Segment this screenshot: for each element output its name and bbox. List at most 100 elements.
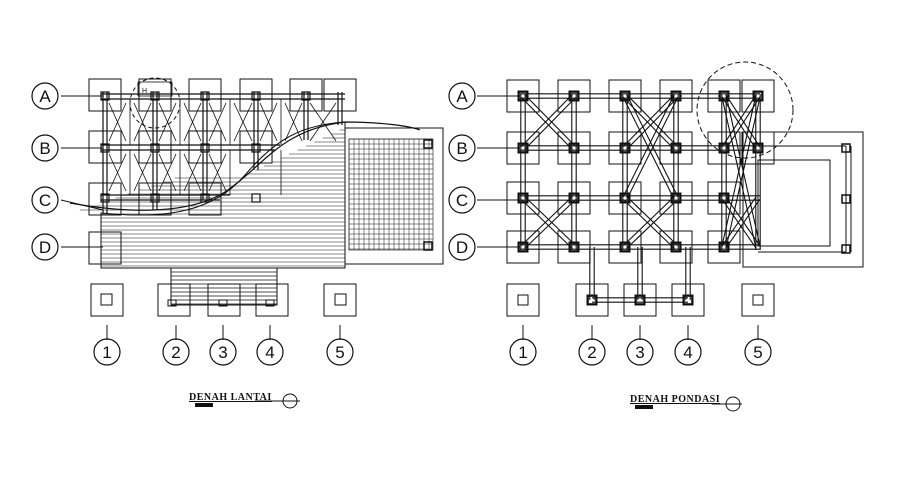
post-marker [301,91,311,101]
floor-braces [100,91,337,203]
tie-beam-line [721,94,757,148]
footing-inner [568,142,580,154]
column-stub [587,295,597,305]
tie-beam-line [725,94,761,148]
footing-pad [557,181,591,215]
tie-beam-line [626,97,678,150]
footing-pad [707,131,741,165]
post-marker [150,143,160,153]
tie-beam-line [521,199,573,249]
post-marker [251,143,261,153]
column-stub [518,242,528,252]
row-axis-label: A [456,87,468,106]
column-stub [569,91,579,101]
column-stub [671,242,681,252]
column-stub [518,143,528,153]
footing-inner [586,294,598,306]
tie-beam-line [626,199,678,249]
column-stub [671,91,681,101]
brace-line [133,153,152,192]
footing-inner [517,142,529,154]
foundation-col-axes: 1 2 3 4 5 [509,338,772,366]
footing-pad [557,131,591,165]
tie-beam-line [626,96,679,200]
floor-terrace [344,127,444,265]
tie-beam-line [626,94,679,198]
column-stub [620,193,630,203]
footing-inner [517,192,529,204]
col-axis-label: 5 [753,343,762,362]
tie-beam-line [524,94,576,147]
col-axis-label: 1 [102,343,111,362]
floor-plan-title: DENAH LANTAI [189,392,300,409]
col-axis-label: 4 [683,343,692,362]
footing-inner [568,90,580,102]
footing-inner [718,192,730,204]
footing-inner [718,241,730,253]
footing-pad [506,181,540,215]
row-axis-label: D [456,238,468,257]
post-marker [100,91,110,101]
tie-beam-line [521,97,573,150]
floor-planking [69,121,421,269]
footing-pad [741,283,775,317]
brace-line [233,102,253,142]
drawing-title: DENAH PONDASI [630,394,720,405]
foundation-detail-callout [696,61,794,159]
footing-pad [741,79,775,113]
footing-pad [707,181,741,215]
footing-inner [670,142,682,154]
tie-beam-line [622,96,675,200]
footing-pad [506,79,540,113]
column-stub [753,143,763,153]
column-stub [753,91,763,101]
column-stub [683,295,693,305]
foundation-row-axes: A B C D [448,82,476,261]
floor-row-axes: A B C D [31,82,59,261]
col-axis-label: 3 [635,343,644,362]
column-stub [569,242,579,252]
footing-inner [517,294,529,306]
brace-line [309,102,337,142]
column-stub [719,242,729,252]
footing-inner [682,294,694,306]
brace-line [259,102,278,142]
footing-inner [568,192,580,204]
brace-line [208,102,227,142]
tie-beam-line [623,199,675,249]
tie-beam-line [721,198,757,249]
footing-pad [659,181,693,215]
detail-callout: H [129,77,181,129]
column-stub [719,193,729,203]
col-axis-label: 2 [587,343,596,362]
footing-inner [619,142,631,154]
footing-inner [670,241,682,253]
footing-inner [517,241,529,253]
brace-line [183,102,202,142]
footing-pad [707,79,741,113]
tie-beam-line [626,196,678,246]
footing-inner [634,294,646,306]
foundation-columns [518,91,763,305]
footing-pad [608,181,642,215]
footing-inner [517,90,529,102]
footing-pad [557,230,591,264]
row-axis-label: C [456,191,468,210]
row-axis-label: B [39,139,50,158]
post-marker [100,143,110,153]
footing-pad [506,230,540,264]
foundation-plan-title: DENAH PONDASI [630,394,742,412]
col-axis-label: 5 [335,343,344,362]
footing-inner [619,241,631,253]
tie-beam-line [623,97,675,150]
footing-pad [506,131,540,165]
foundation-plan: A B C D 1 2 3 4 5 DENAH PONDASI [448,61,864,412]
post-marker [200,91,210,101]
brace-line [183,153,202,192]
tie-beam-line [626,94,678,147]
floor-stairs [167,267,278,307]
post-marker [251,91,261,101]
column-stub [569,193,579,203]
floor-footings [88,78,357,317]
